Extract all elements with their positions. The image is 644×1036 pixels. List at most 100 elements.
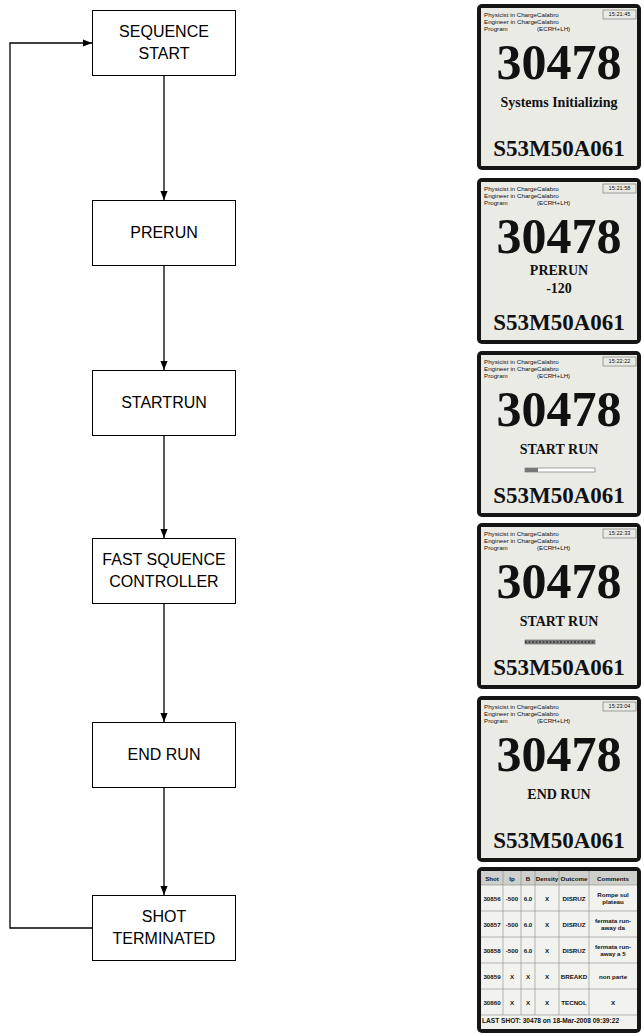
table-cell: X xyxy=(503,989,521,1015)
screen-code-text: S53M50A061 xyxy=(481,655,637,681)
monitor-screenshot: Physicist in ChargeCalabroEngineer in Ch… xyxy=(477,178,641,344)
screen-num-text: 30478 xyxy=(481,208,637,264)
screen-hdr-text: Engineer in Charge xyxy=(484,365,537,372)
screen-hdr-text: Physicist in Charge xyxy=(484,530,537,537)
screen-hdr-text: Calabro xyxy=(537,192,559,199)
table-cell: X xyxy=(535,885,559,911)
progress-bar xyxy=(525,468,595,472)
screen-hdr-text: Engineer in Charge xyxy=(484,710,537,717)
process-box: SHOT TERMINATED xyxy=(92,895,236,961)
table-grid xyxy=(481,871,637,1015)
screen-status-text: END RUN xyxy=(481,786,637,803)
table-header: Comments xyxy=(589,871,637,885)
table-cell: Rompe sul plateau xyxy=(589,885,637,911)
screen-num-text: 30478 xyxy=(481,726,637,782)
table-cell: -500 xyxy=(503,885,521,911)
monitor-bezel xyxy=(477,867,641,1033)
screen-hdr-text: (ECRH+LH) xyxy=(537,544,570,551)
table-cell: BREAKD xyxy=(559,963,589,989)
table-cell: X xyxy=(521,989,535,1015)
table-cell: fermata run-away a 5 xyxy=(589,937,637,963)
table-header: Ip xyxy=(503,871,521,885)
screen-hdr-text: Program xyxy=(484,717,508,724)
box-label: SHOT TERMINATED xyxy=(99,906,229,949)
screen-status-text: START RUN xyxy=(481,441,637,458)
screen-hdr-text: Calabro xyxy=(537,530,559,537)
box-label: PRERUN xyxy=(130,222,198,244)
monitor-screenshot: Physicist in ChargeCalabroEngineer in Ch… xyxy=(477,351,641,517)
flow-arrow xyxy=(163,788,164,895)
process-box: STARTRUN xyxy=(92,370,236,436)
screen-code-text: S53M50A061 xyxy=(481,483,637,509)
table-cell: 30859 xyxy=(481,963,503,989)
table-cell: 30856 xyxy=(481,885,503,911)
flow-arrow xyxy=(163,436,164,538)
flow-arrow xyxy=(163,266,164,370)
screen-time-text: 15:22:33 xyxy=(603,529,636,538)
table-cell: non parte xyxy=(589,963,637,989)
progress-fill xyxy=(525,641,595,643)
clock-frame xyxy=(603,184,636,193)
table-cell: X xyxy=(535,989,559,1015)
screen-hdr-text: Calabro xyxy=(537,18,559,25)
process-box: PRERUN xyxy=(92,200,236,266)
table-header: Density xyxy=(535,871,559,885)
progress-bar xyxy=(525,640,595,644)
monitor-screenshot: ShotIpBDensityOutcomeComments30856-5006.… xyxy=(477,867,641,1033)
table-cell: fermata run-away da xyxy=(589,911,637,937)
flow-arrow xyxy=(10,43,92,928)
table-cell: -500 xyxy=(503,911,521,937)
monitor-screen xyxy=(481,182,637,340)
screen-hdr-text: Calabro xyxy=(537,537,559,544)
clock-frame xyxy=(603,357,636,366)
screen-time-text: 15:21:58 xyxy=(603,184,636,193)
process-box: END RUN xyxy=(92,722,236,788)
screen-time-text: 15:21:45 xyxy=(603,10,636,19)
progress-fill xyxy=(525,468,538,472)
screen-code-text: S53M50A061 xyxy=(481,136,637,162)
screen-hdr-text: Calabro xyxy=(537,11,559,18)
monitor-screenshot: Physicist in ChargeCalabroEngineer in Ch… xyxy=(477,4,641,170)
screen-hdr-text: (ECRH+LH) xyxy=(537,717,570,724)
table-cell: X xyxy=(535,911,559,937)
table-header: B xyxy=(521,871,535,885)
screen-num-text: 30478 xyxy=(481,381,637,437)
monitor-screen xyxy=(481,871,637,1029)
process-box: FAST SQUENCE CONTROLLER xyxy=(92,538,236,604)
screen-hdr-text: Program xyxy=(484,25,508,32)
table-cell: X xyxy=(535,937,559,963)
monitor-bezel xyxy=(477,351,641,517)
screen-hdr-text: Engineer in Charge xyxy=(484,192,537,199)
screen-status-text: -120 xyxy=(481,280,637,297)
table-cell: 6.0 xyxy=(521,937,535,963)
flow-arrow xyxy=(163,76,164,200)
table-cell: 30857 xyxy=(481,911,503,937)
screen-hdr-text: (ECRH+LH) xyxy=(537,199,570,206)
screen-hdr-text: Calabro xyxy=(537,710,559,717)
table-cell: X xyxy=(521,963,535,989)
screen-status-text: START RUN xyxy=(481,613,637,630)
clock-frame xyxy=(603,529,636,538)
table-cell: -500 xyxy=(503,937,521,963)
monitor-screen xyxy=(481,355,637,513)
table-cell: X xyxy=(535,963,559,989)
screen-hdr-text: Calabro xyxy=(537,185,559,192)
process-box: SEQUENCE START xyxy=(92,10,236,76)
screen-num-text: 30478 xyxy=(481,34,637,90)
monitor-bezel xyxy=(477,178,641,344)
screen-status-text: Systems Initializing xyxy=(481,94,637,111)
clock-frame xyxy=(603,10,636,19)
box-label: STARTRUN xyxy=(121,392,207,414)
table-cell: DISRUZ xyxy=(559,911,589,937)
screen-time-text: 15:22:22 xyxy=(603,357,636,366)
screen-hdr-text: (ECRH+LH) xyxy=(537,25,570,32)
monitor-screenshot: Physicist in ChargeCalabroEngineer in Ch… xyxy=(477,696,641,862)
monitor-screen xyxy=(481,527,637,685)
screen-hdr-text: Engineer in Charge xyxy=(484,18,537,25)
screen-hdr-text: Physicist in Charge xyxy=(484,703,537,710)
table-header: Outcome xyxy=(559,871,589,885)
monitor-screenshot: Physicist in ChargeCalabroEngineer in Ch… xyxy=(477,523,641,689)
screen-code-text: S53M50A061 xyxy=(481,310,637,336)
table-cell: TECNOL xyxy=(559,989,589,1015)
table-cell: 30860 xyxy=(481,989,503,1015)
